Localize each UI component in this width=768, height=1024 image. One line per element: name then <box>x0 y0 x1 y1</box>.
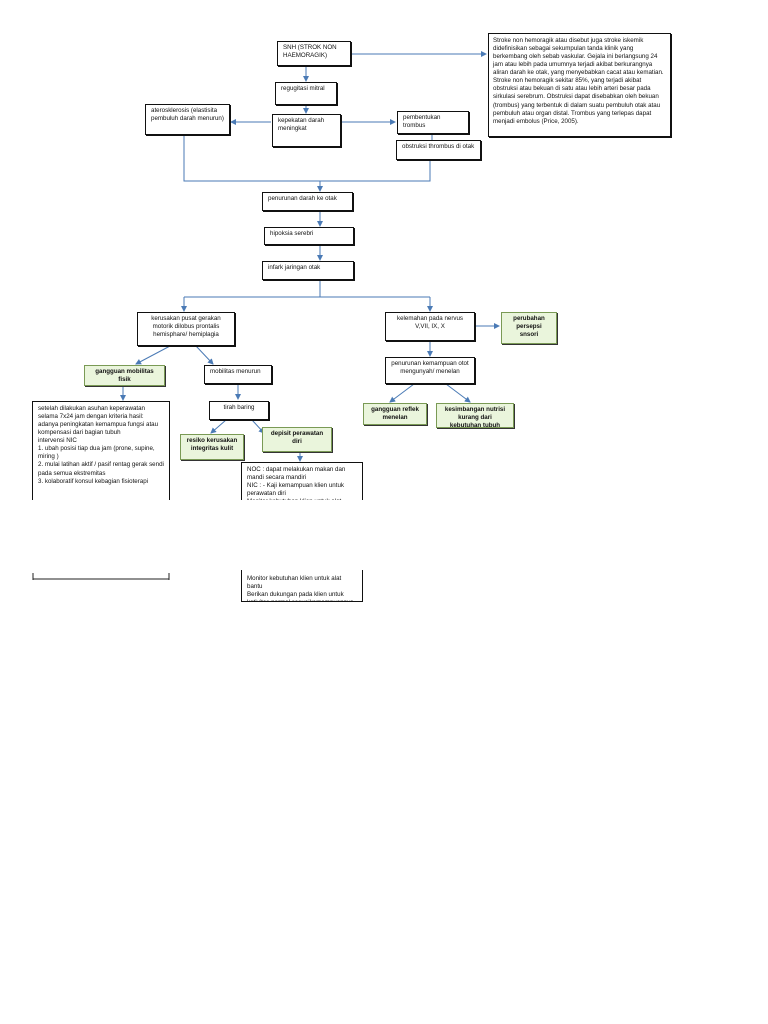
node-intervensi-mobilitas: setelah dilakukan asuhan keperawatan sel… <box>32 401 170 500</box>
node-intervensi-perawatan-diri-text: NOC : dapat melakukan makan dan mandi se… <box>247 466 346 500</box>
node-intervensi-lanjutan: Monitor kebutuhan klien untuk alat bantu… <box>241 570 363 602</box>
node-regurgitasi: regugitasi mitral <box>275 82 337 105</box>
node-intervensi-lanjutan-text: Monitor kebutuhan klien untuk alat bantu… <box>247 575 354 601</box>
node-kepekatan-label: kepekatan darah meningkat <box>278 117 325 133</box>
node-mobilitas-menurun: mobilitas menurun <box>204 365 272 384</box>
node-aterosklerosis-label: aterosklerosis (elastisita pembuluh dara… <box>151 107 224 123</box>
node-penurunan-kemampuan: penurunan kemampuan otot mengunyah/ mene… <box>385 357 475 384</box>
node-snh: SNH (STROK NON HAEMORAGIK) <box>277 41 351 66</box>
node-tirah-baring-label: tirah baring <box>223 404 255 411</box>
node-kerusakan: kerusakan pusat gerakan motorik dilobus … <box>137 312 235 346</box>
arrow-kemampuan-nutrisi <box>445 383 471 403</box>
node-penurunan-darah-label: penurunan darah ke otak <box>268 195 337 202</box>
node-intervensi-mobilitas-text: setelah dilakukan asuhan keperawatan sel… <box>38 405 164 485</box>
merge-to-penurunan <box>183 135 431 182</box>
node-snh-label: SNH (STROK NON HAEMORAGIK) <box>283 44 337 60</box>
node-mobilitas-menurun-label: mobilitas menurun <box>210 368 261 375</box>
node-resiko-label: resiko kerusakan integritas kulit <box>186 437 238 453</box>
node-hipoksia: hipoksia serebri <box>264 227 354 245</box>
node-definition-text: Stroke non hemoragik atau disebut juga s… <box>493 37 664 125</box>
node-kepekatan: kepekatan darah meningkat <box>272 114 341 147</box>
node-refleks: gangguan reflek menelan <box>363 403 427 425</box>
node-definition: Stroke non hemoragik atau disebut juga s… <box>488 33 671 137</box>
arrow-kemampuan-refleks <box>389 383 415 403</box>
node-resiko: resiko kerusakan integritas kulit <box>180 434 244 460</box>
node-kelemahan: kelemahan pada nervus V,VII, IX, X <box>385 312 475 341</box>
node-kelemahan-label: kelemahan pada nervus V,VII, IX, X <box>396 315 464 331</box>
node-defisit-label: depisit perawatan diri <box>270 430 324 446</box>
node-nutrisi-label: kesimbangan nutrisi kurang dari kebutuha… <box>444 406 506 428</box>
node-regurgitasi-label: regugitasi mitral <box>281 85 325 92</box>
node-kerusakan-label: kerusakan pusat gerakan motorik dilobus … <box>151 315 221 339</box>
node-penurunan-darah: penurunan darah ke otak <box>262 192 353 211</box>
node-intervensi-perawatan-diri: NOC : dapat melakukan makan dan mandi se… <box>241 462 363 500</box>
arrow-kerusakan-mobilitas <box>195 345 214 365</box>
node-infark: infark jaringan otak <box>262 261 354 280</box>
node-gangguan-mobilitas-label: gangguan mobilitas fisik <box>95 368 154 384</box>
node-tirah-baring: tirah baring <box>209 401 269 420</box>
node-obstruksi: obstruksi thrombus di otak <box>396 140 481 160</box>
node-penurunan-kemampuan-label: penurunan kemampuan otot mengunyah/ mene… <box>391 360 469 376</box>
node-infark-label: infark jaringan otak <box>268 264 321 271</box>
node-gangguan-mobilitas: gangguan mobilitas fisik <box>84 365 165 386</box>
node-pembentukan: pembentukan trombus <box>397 111 469 134</box>
node-refleks-label: gangguan reflek menelan <box>371 406 419 422</box>
node-obstruksi-label: obstruksi thrombus di otak <box>402 143 475 150</box>
arrow-tirah-resiko <box>210 419 227 434</box>
node-hipoksia-label: hipoksia serebri <box>270 230 314 237</box>
arrow-kerusakan-gangguan <box>135 345 171 365</box>
node-pembentukan-label: pembentukan trombus <box>403 114 441 130</box>
node-perubahan-persepsi-label: perubahan persepsi snsori <box>513 315 545 339</box>
node-perubahan-persepsi: perubahan persepsi snsori <box>501 312 557 344</box>
node-nutrisi: kesimbangan nutrisi kurang dari kebutuha… <box>436 403 514 428</box>
node-aterosklerosis: aterosklerosis (elastisita pembuluh dara… <box>145 104 230 135</box>
node-defisit: depisit perawatan diri <box>262 427 332 452</box>
